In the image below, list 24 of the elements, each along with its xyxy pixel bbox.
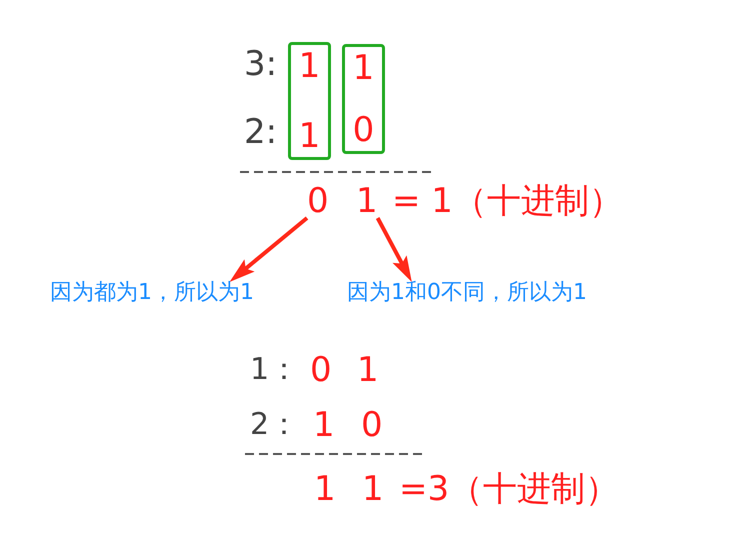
row-label: 2： bbox=[250, 410, 300, 440]
binary-digit: 1 bbox=[298, 49, 320, 83]
binary-digit: 1 bbox=[314, 472, 336, 506]
binary-digit: 1 bbox=[352, 51, 374, 85]
result-digit: 1 bbox=[356, 184, 378, 218]
arrow bbox=[228, 216, 308, 284]
arrow bbox=[376, 217, 414, 283]
binary-digit: 1 bbox=[357, 353, 379, 387]
binary-digit: 0 bbox=[352, 113, 374, 147]
binary-digit: 1 bbox=[362, 472, 384, 506]
explanation-text: 因为都为1，所以为1 bbox=[50, 282, 254, 304]
binary-digit: 1 bbox=[298, 119, 320, 153]
highlight-frame bbox=[288, 42, 331, 160]
row-label: 2: bbox=[244, 115, 278, 149]
result-digit: 0 bbox=[307, 184, 329, 218]
row-label: 3: bbox=[244, 47, 278, 81]
row-label: 1： bbox=[250, 355, 300, 385]
highlight-frame bbox=[342, 44, 385, 154]
binary-digit: 1 bbox=[313, 408, 335, 442]
explanation-text: 因为1和0不同，所以为1 bbox=[347, 282, 587, 304]
binary-digit: 0 bbox=[310, 353, 332, 387]
binary-digit: 0 bbox=[361, 408, 383, 442]
decimal-result: = 1（十进制） bbox=[392, 184, 623, 218]
decimal-result: =3（十进制） bbox=[399, 472, 620, 506]
